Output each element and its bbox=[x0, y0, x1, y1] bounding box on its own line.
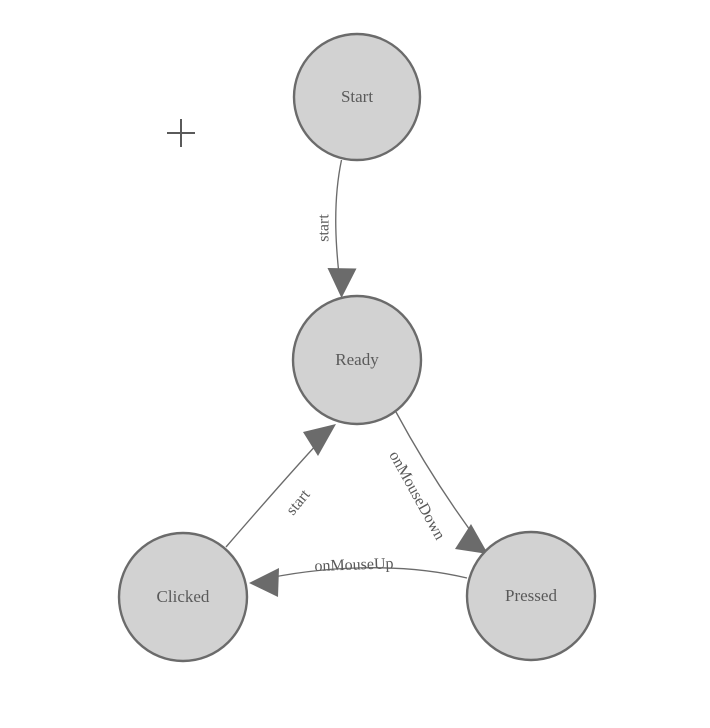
edge-clicked-to-ready-arrowhead bbox=[303, 424, 336, 456]
node-pressed-label: Pressed bbox=[505, 586, 557, 605]
crosshair-icon bbox=[167, 119, 195, 147]
edge-label-start-to-ready: start bbox=[316, 214, 333, 242]
node-clicked-circle[interactable] bbox=[117, 531, 249, 663]
node-ready-label: Ready bbox=[335, 350, 379, 369]
node-start-circle[interactable] bbox=[292, 32, 422, 162]
edge-label-ready-to-pressed: onMouseDown bbox=[385, 448, 448, 543]
edge-label-pressed-to-clicked: onMouseUp bbox=[314, 555, 394, 575]
edge-start-to-ready[interactable]: start bbox=[316, 159, 357, 298]
node-start[interactable]: Start bbox=[292, 32, 422, 162]
node-clicked-label: Clicked bbox=[157, 587, 210, 606]
node-start-label: Start bbox=[341, 87, 373, 106]
edge-label-clicked-to-ready: start bbox=[283, 486, 314, 519]
node-pressed-circle[interactable] bbox=[465, 530, 597, 662]
node-ready[interactable]: Ready bbox=[291, 294, 423, 426]
node-clicked[interactable]: Clicked bbox=[117, 531, 249, 663]
edge-pressed-to-clicked-path bbox=[254, 567, 468, 582]
node-layer: Start Ready Clicked Pressed bbox=[117, 32, 597, 663]
edge-start-to-ready-arrowhead bbox=[327, 268, 357, 298]
node-ready-circle[interactable] bbox=[291, 294, 423, 426]
edge-pressed-to-clicked[interactable]: onMouseUp bbox=[249, 555, 468, 597]
edge-pressed-to-clicked-arrowhead bbox=[249, 568, 279, 597]
edge-ready-to-pressed[interactable]: onMouseDown bbox=[385, 411, 488, 554]
node-pressed[interactable]: Pressed bbox=[465, 530, 597, 662]
edge-ready-to-pressed-arrowhead bbox=[455, 524, 488, 554]
edge-clicked-to-ready[interactable]: start bbox=[225, 424, 336, 548]
